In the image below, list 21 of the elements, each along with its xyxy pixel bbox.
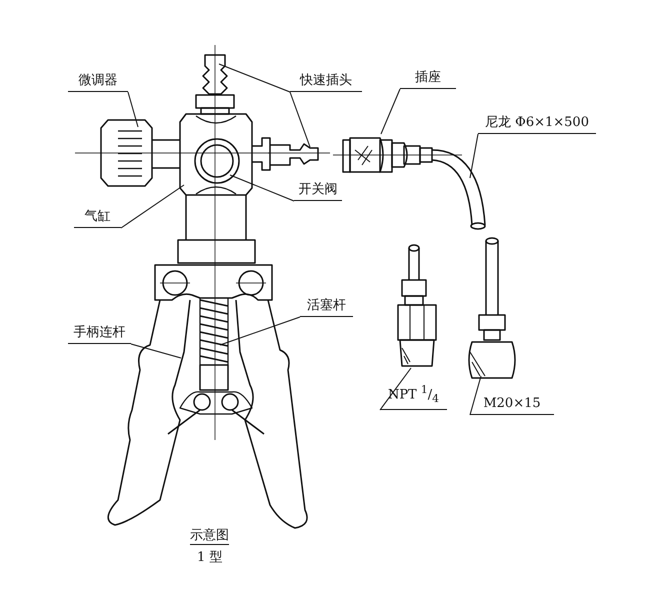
leader-line bbox=[120, 184, 184, 228]
leader-line bbox=[230, 174, 294, 202]
leader-line bbox=[130, 344, 182, 358]
leader-line bbox=[128, 92, 138, 128]
part-label: 手柄连杆 bbox=[68, 323, 131, 344]
part-label: 插座 bbox=[400, 68, 456, 89]
leader-line bbox=[220, 316, 300, 346]
leader-line bbox=[218, 64, 290, 92]
leader-line bbox=[470, 134, 478, 178]
leader-line bbox=[290, 92, 310, 148]
caption-text: 1 型 bbox=[197, 550, 222, 566]
part-label: 尼龙 Φ6×1×500 bbox=[478, 113, 596, 134]
part-label: 微调器 bbox=[68, 73, 128, 92]
part-label: M20×15 bbox=[470, 395, 554, 415]
part-label: 开关阀 bbox=[294, 183, 342, 201]
leader-line bbox=[470, 376, 482, 416]
part-label: 气缸 bbox=[74, 206, 121, 228]
part-label: 快速插头 bbox=[290, 72, 362, 92]
caption-text: 示意图 bbox=[190, 528, 229, 545]
part-label: 活塞杆 bbox=[300, 296, 353, 317]
leader-line bbox=[380, 88, 400, 134]
